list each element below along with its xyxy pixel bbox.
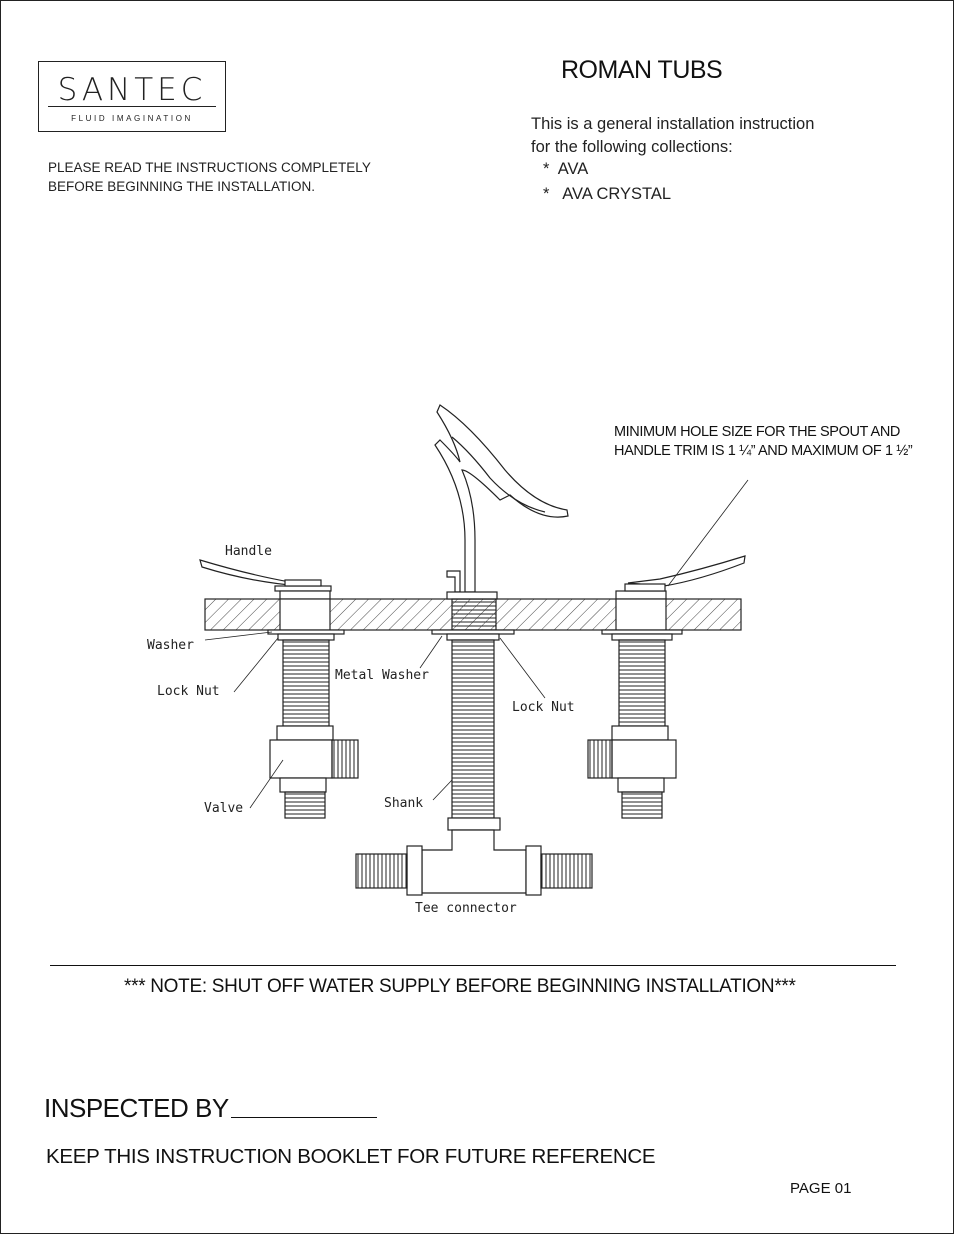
label-shank: Shank bbox=[384, 796, 423, 811]
label-metal-washer: Metal Washer bbox=[335, 668, 429, 683]
hole-size-note: MINIMUM HOLE SIZE FOR THE SPOUT AND HAND… bbox=[614, 423, 913, 461]
logo-tagline: FLUID IMAGINATION bbox=[71, 114, 193, 123]
collection-bullet: * bbox=[543, 184, 550, 203]
page-title: ROMAN TUBS bbox=[561, 56, 723, 84]
keep-booklet-note: KEEP THIS INSTRUCTION BOOKLET FOR FUTURE… bbox=[46, 1145, 656, 1168]
read-note-line1: PLEASE READ THE INSTRUCTIONS COMPLETELY bbox=[48, 160, 371, 175]
logo-rule bbox=[48, 106, 216, 107]
hole-note-line2: HANDLE TRIM IS 1 ¼” AND MAXIMUM OF 1 ½” bbox=[614, 443, 913, 459]
hole-note-line1: MINIMUM HOLE SIZE FOR THE SPOUT AND bbox=[614, 424, 900, 440]
collection-name: AVA CRYSTAL bbox=[562, 184, 672, 203]
page-number: PAGE 01 bbox=[790, 1180, 852, 1197]
right-handle bbox=[627, 555, 746, 587]
label-valve: Valve bbox=[204, 801, 243, 816]
collection-name: AVA bbox=[557, 160, 589, 178]
shutoff-note: *** NOTE: SHUT OFF WATER SUPPLY BEFORE B… bbox=[124, 976, 796, 997]
note-divider bbox=[50, 965, 896, 966]
read-instructions-note: PLEASE READ THE INSTRUCTIONS COMPLETELY … bbox=[48, 158, 371, 196]
collection-item: * AVA CRYSTAL bbox=[531, 183, 814, 206]
read-note-line2: BEFORE BEGINNING THE INSTALLATION. bbox=[48, 179, 316, 194]
intro-text: This is a general installation instructi… bbox=[531, 113, 814, 205]
installation-diagram: Handle Washer Lock Nut Metal Washer Lock… bbox=[147, 404, 749, 916]
santec-logo: SANTEC FLUID IMAGINATION bbox=[38, 61, 226, 132]
inspected-by-signature-line bbox=[231, 1117, 377, 1118]
collection-item: * AVA bbox=[531, 158, 814, 181]
logo-name: SANTEC bbox=[57, 72, 207, 108]
tee-connector-body bbox=[421, 829, 527, 894]
label-lock-nut-left: Lock Nut bbox=[157, 684, 220, 699]
inspected-by-label: INSPECTED BY bbox=[44, 1093, 229, 1123]
label-lock-nut-right: Lock Nut bbox=[512, 700, 575, 715]
intro-line1: This is a general installation instructi… bbox=[531, 115, 815, 133]
collection-bullet: * bbox=[543, 160, 550, 178]
intro-line2: for the following collections: bbox=[531, 137, 733, 156]
label-tee-connector: Tee connector bbox=[415, 901, 517, 916]
label-washer: Washer bbox=[147, 638, 194, 653]
spout bbox=[434, 404, 569, 593]
label-handle: Handle bbox=[225, 544, 272, 559]
